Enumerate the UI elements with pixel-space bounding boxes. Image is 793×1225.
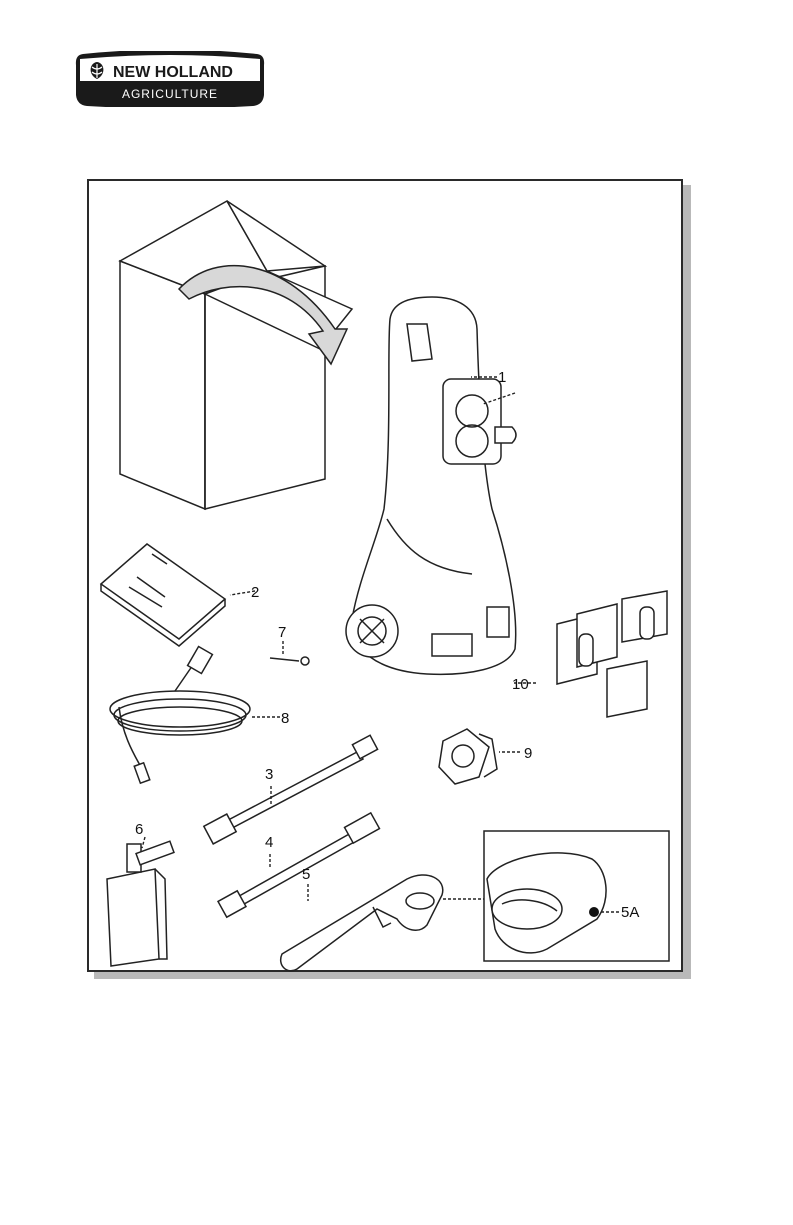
new-holland-logo: NEW HOLLAND AGRICULTURE [75, 51, 265, 107]
callout-8: 8 [281, 710, 289, 727]
detergent-bottle [107, 841, 174, 966]
callout-6: 6 [135, 821, 143, 838]
pressure-washer-unit [346, 297, 516, 674]
variable-nozzle-lance [218, 813, 379, 917]
storage-brackets [557, 591, 667, 717]
brand-name: NEW HOLLAND [113, 64, 233, 81]
manual-booklet [101, 544, 225, 646]
callout-5: 5 [302, 866, 310, 883]
callout-4: 4 [265, 834, 273, 851]
parts-illustration: 1 2 7 8 10 9 3 4 6 5 5A [87, 179, 683, 972]
spray-gun [281, 875, 485, 971]
callout-10: 10 [512, 676, 529, 693]
callout-5a: 5A [621, 904, 639, 921]
callout-3: 3 [265, 766, 273, 783]
callout-7: 7 [278, 624, 286, 641]
detail-inset [484, 831, 669, 961]
shipping-box [120, 201, 352, 509]
cleaning-pin [270, 657, 309, 665]
brand-division: AGRICULTURE [122, 87, 218, 101]
hose-adapter [439, 729, 497, 784]
high-pressure-hose [110, 646, 250, 783]
callout-2: 2 [251, 584, 259, 601]
callout-1: 1 [498, 369, 506, 386]
callout-9: 9 [524, 745, 532, 762]
